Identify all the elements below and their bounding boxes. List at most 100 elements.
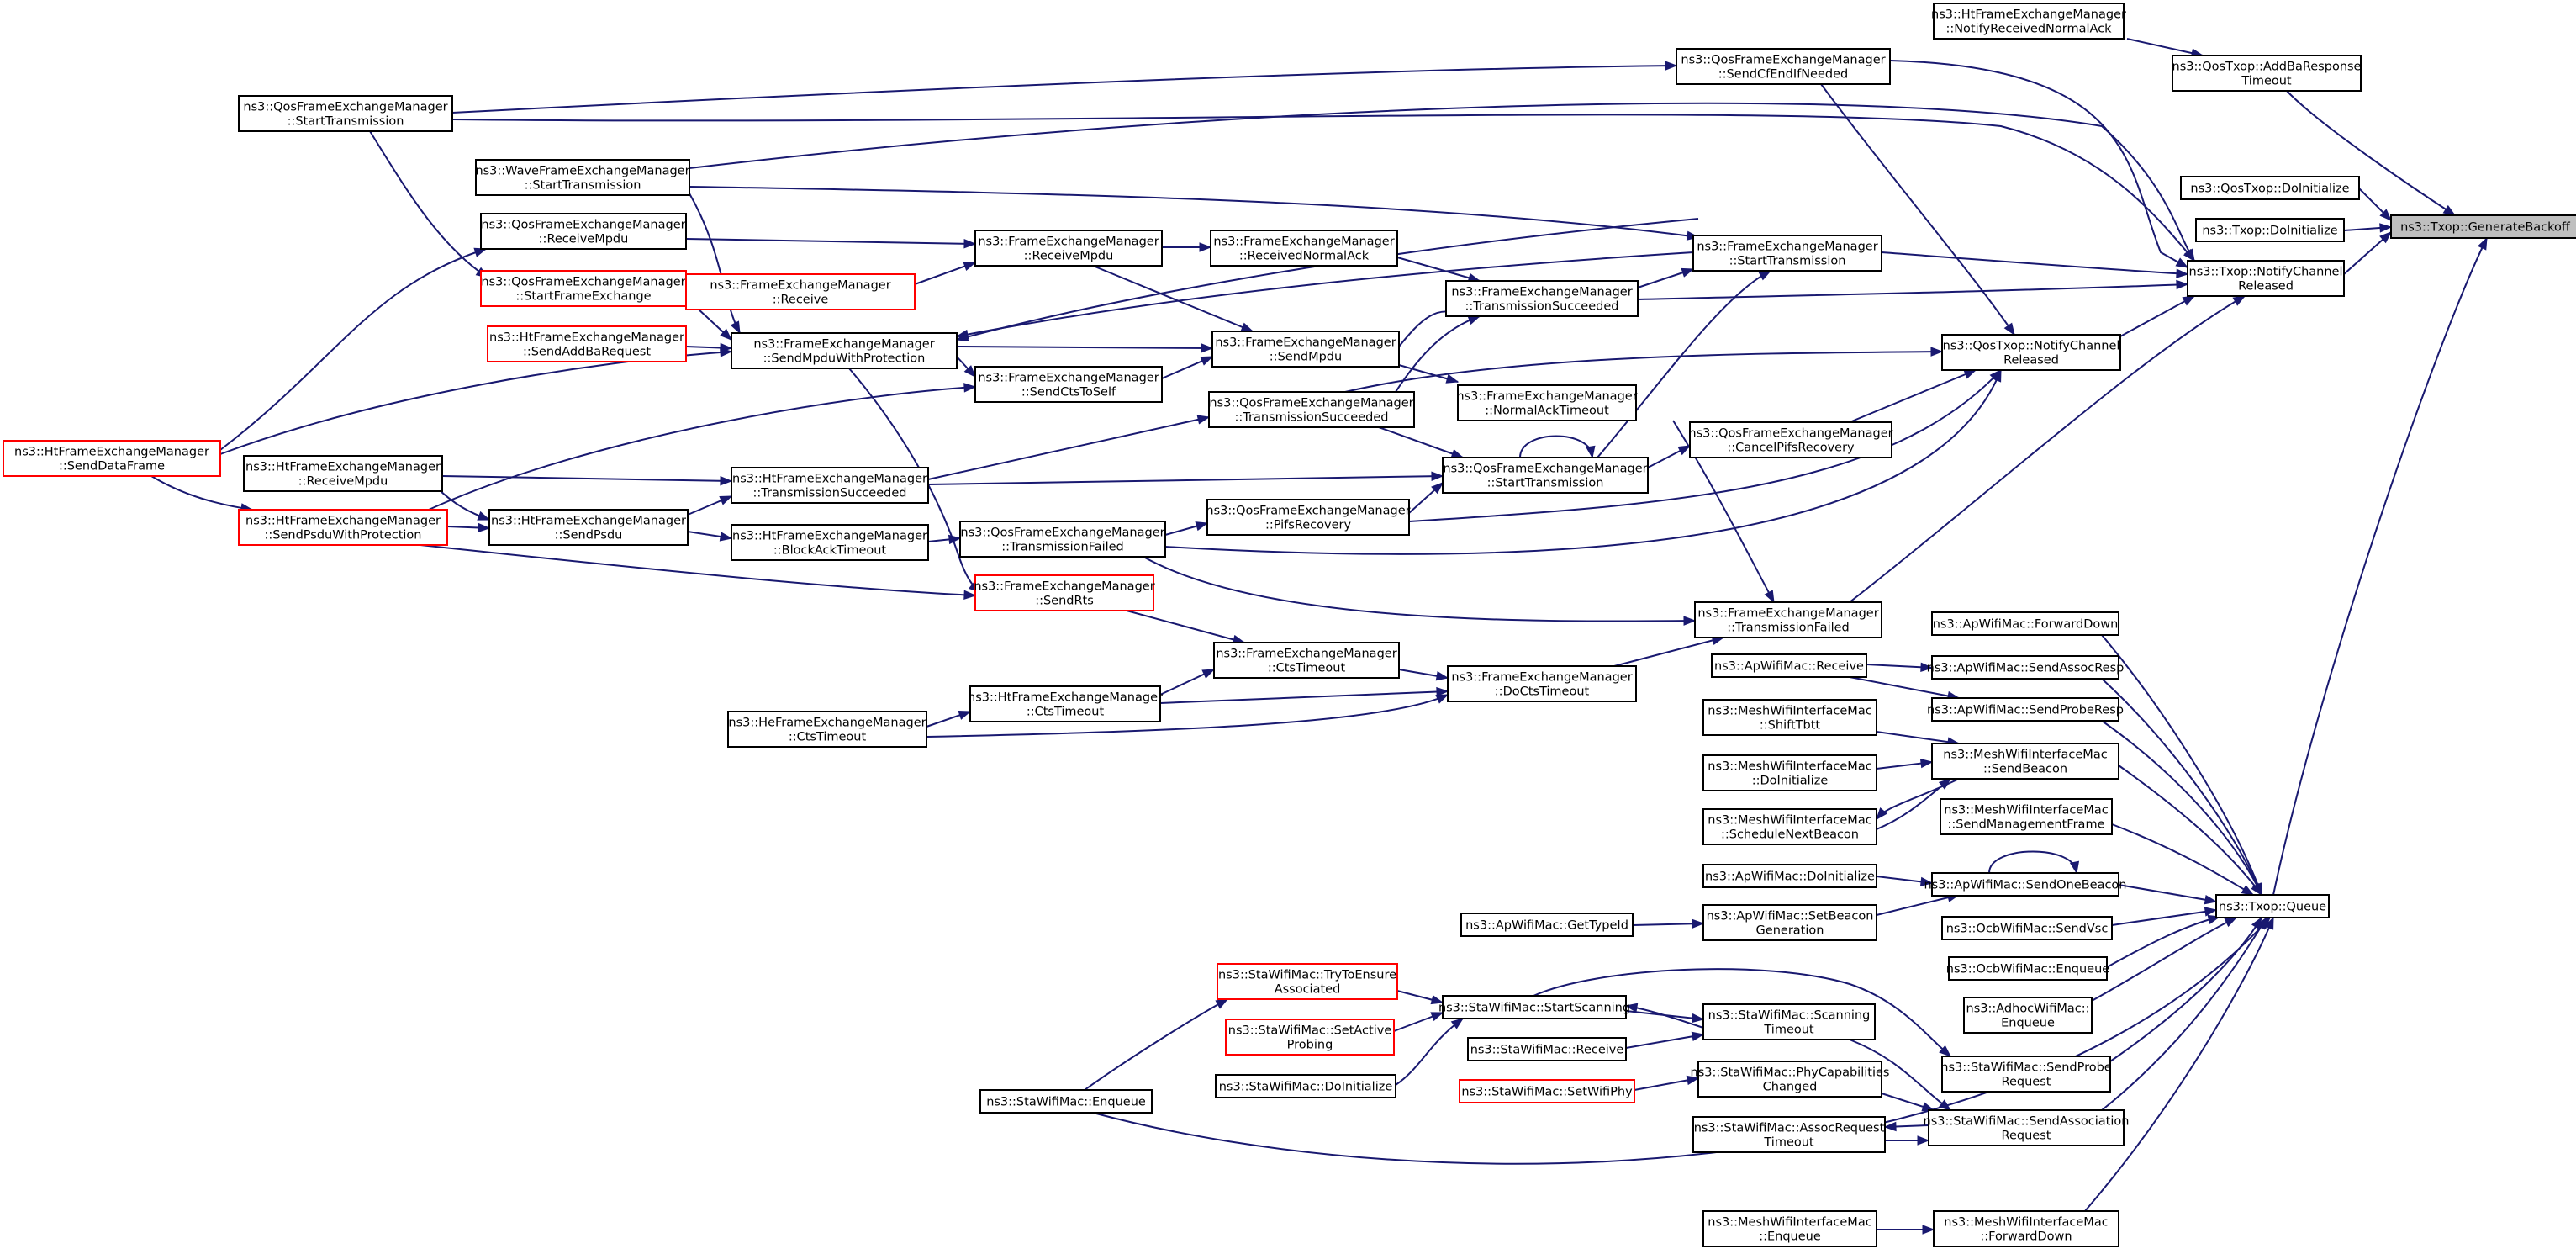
node-sta-enq[interactable]: ns3::StaWifiMac::Enqueue [979,1089,1153,1114]
node-q-ts[interactable]: ns3::QosFrameExchangeManager::Transmissi… [1208,391,1415,428]
node-ap-fd[interactable]: ns3::ApWifiMac::ForwardDown [1931,611,2119,636]
node-h-sdf[interactable]: ns3::HtFrameExchangeManager::SendDataFra… [3,440,221,477]
node-ocb-enq[interactable]: ns3::OcbWifiMac::Enqueue [1946,956,2110,981]
node-label: ::ReceiveMpdu [1024,250,1114,263]
node-q-pifs[interactable]: ns3::QosFrameExchangeManager::PifsRecove… [1206,499,1411,536]
node-f-rmpdu[interactable]: ns3::FrameExchangeManager::ReceiveMpdu [974,230,1163,267]
edge-path [2119,295,2195,337]
node-label: ns3::StaWifiMac::TryToEnsure [1218,969,1396,982]
node-f-ts[interactable]: ns3::FrameExchangeManager::TransmissionS… [1445,280,1639,317]
node-ap-spr[interactable]: ns3::ApWifiMac::SendProbeResp [1927,697,2124,722]
node-label: Enqueue [2001,1017,2055,1030]
node-label: ::SendCfEndIfNeeded [1718,68,1848,82]
node-f-srts[interactable]: ns3::FrameExchangeManager::SendRts [974,574,1155,611]
node-f-smpdu[interactable]: ns3::FrameExchangeManager::SendMpdu [1211,331,1400,368]
node-h-bat[interactable]: ns3::HtFrameExchangeManager::BlockAckTim… [731,524,929,561]
node-q-st2[interactable]: ns3::QosFrameExchangeManager::StartTrans… [1442,457,1649,494]
node-sta-doinit[interactable]: ns3::StaWifiMac::DoInitialize [1215,1074,1396,1098]
node-label: ns3::FrameExchangeManager [1697,241,1877,254]
arrowhead-icon [1195,521,1209,532]
node-q-rmpdu[interactable]: ns3::QosFrameExchangeManager::ReceiveMpd… [480,213,687,250]
edge-sta-ss-to-sta-spr [1533,968,1952,1057]
node-q-cfend[interactable]: ns3::QosFrameExchangeManager::SendCfEndI… [1676,48,1891,85]
node-q-start[interactable]: ns3::QosFrameExchangeManager::StartTrans… [238,95,453,132]
node-ap-recv[interactable]: ns3::ApWifiMac::Receive [1711,653,1867,678]
edge-path [2126,38,2204,56]
node-label: ns3::FrameExchangeManager [1451,671,1632,685]
node-label: ns3::HtFrameExchangeManager [968,691,1163,705]
node-box [1931,872,2119,897]
node-w-start[interactable]: ns3::WaveFrameExchangeManager::StartTran… [475,159,690,196]
node-label: Request [2002,1130,2051,1143]
node-label: ::TransmissionFailed [1727,622,1850,635]
node-h-rmpdu[interactable]: ns3::HtFrameExchangeManager::ReceiveMpdu [243,455,443,492]
node-qt-doinit[interactable]: ns3::QosTxop::DoInitialize [2180,176,2360,200]
node-q-tf[interactable]: ns3::QosFrameExchangeManager::Transmissi… [959,521,1166,558]
node-q-sfe[interactable]: ns3::QosFrameExchangeManager::StartFrame… [480,270,687,307]
edge-q-ts-to-q-st2 [1378,426,1465,458]
node-m-enq[interactable]: ns3::MeshWifiInterfaceMac::Enqueue [1702,1210,1877,1247]
node-txq[interactable]: ns3::Txop::Queue [2215,894,2330,918]
node-f-recv[interactable]: ns3::FrameExchangeManager::Receive [685,273,916,310]
node-f-scts[interactable]: ns3::FrameExchangeManager::SendCtsToSelf [974,366,1163,403]
node-m-smf[interactable]: ns3::MeshWifiInterfaceMac::SendManagemen… [1940,798,2113,835]
node-m-snb[interactable]: ns3::MeshWifiInterfaceMac::ScheduleNextB… [1702,808,1877,845]
node-h-spwp[interactable]: ns3::HtFrameExchangeManager::SendPsduWit… [238,509,448,546]
node-h-cts[interactable]: ns3::HtFrameExchangeManager::CtsTimeout [968,685,1163,722]
node-f-nat[interactable]: ns3::FrameExchangeManager::NormalAckTime… [1456,384,1638,421]
node-ap-sar[interactable]: ns3::ApWifiMac::SendAssocResp [1927,655,2125,680]
node-ht-nrna[interactable]: ns3::HtFrameExchangeManager::NotifyRecei… [1931,3,2126,40]
node-label: ns3::AdhocWifiMac:: [1966,1003,2090,1016]
node-label: ::SendMpduWithProtection [763,352,926,366]
node-m-sb[interactable]: ns3::MeshWifiInterfaceMac::SendBeacon [1931,743,2119,780]
node-label: Generation [1756,924,1824,938]
node-he-cts[interactable]: ns3::HeFrameExchangeManager::CtsTimeout [727,711,927,748]
node-f-cts[interactable]: ns3::FrameExchangeManager::CtsTimeout [1213,642,1400,679]
arrowhead-icon [1435,671,1449,681]
edge-q-tf-to-q-pifs [1164,521,1209,536]
edge-path [1159,690,1449,704]
node-sta-recv[interactable]: ns3::StaWifiMac::Receive [1467,1037,1627,1061]
node-q-cpr[interactable]: ns3::QosFrameExchangeManager::CancelPifs… [1688,421,1893,458]
node-tx-doinit[interactable]: ns3::Txop::DoInitialize [2195,218,2345,242]
node-m-fd[interactable]: ns3::MeshWifiInterfaceMac::ForwardDown [1933,1210,2119,1247]
node-box [1457,384,1637,421]
node-label: ::ScheduleNextBeacon [1721,828,1859,842]
node-gen[interactable]: ns3::Txop::GenerateBackoff [2390,214,2576,239]
edge-path [1164,369,2002,555]
node-f-st[interactable]: ns3::FrameExchangeManager::StartTransmis… [1692,235,1882,272]
arrowhead-icon [1989,368,2002,382]
node-ap-sob[interactable]: ns3::ApWifiMac::SendOneBeacon [1924,872,2127,897]
node-sta-ss[interactable]: ns3::StaWifiMac::StartScanning [1438,995,1630,1019]
node-adhoc-enq[interactable]: ns3::AdhocWifiMac::Enqueue [1963,997,2093,1034]
node-f-dcts[interactable]: ns3::FrameExchangeManager::DoCtsTimeout [1447,665,1637,702]
node-h-saddba[interactable]: ns3::HtFrameExchangeManager::SendAddBaRe… [487,325,687,362]
node-box [1963,997,2093,1034]
arrowhead-icon [1681,267,1695,278]
node-label: ns3::MeshWifiInterfaceMac [1708,760,1871,774]
node-m-stbtt[interactable]: ns3::MeshWifiInterfaceMac::ShiftTbtt [1702,699,1877,736]
node-m-doinit[interactable]: ns3::MeshWifiInterfaceMac::DoInitialize [1702,754,1877,791]
node-f-rna[interactable]: ns3::FrameExchangeManager::ReceivedNorma… [1210,230,1398,267]
node-ap-gti[interactable]: ns3::ApWifiMac::GetTypeId [1460,913,1634,937]
node-label: ::SendCtsToSelf [1021,386,1116,399]
node-h-spsdu[interactable]: ns3::HtFrameExchangeManager::SendPsdu [488,509,689,546]
node-h-ts[interactable]: ns3::HtFrameExchangeManager::Transmissio… [731,467,929,504]
node-ocb-vsc[interactable]: ns3::OcbWifiMac::SendVsc [1941,916,2113,940]
node-ap-doinit[interactable]: ns3::ApWifiMac::DoInitialize [1702,864,1877,888]
node-f-tf[interactable]: ns3::FrameExchangeManager::TransmissionF… [1694,601,1882,638]
node-f-smwp[interactable]: ns3::FrameExchangeManager::SendMpduWithP… [731,332,958,369]
node-sta-swp[interactable]: ns3::StaWifiMac::SetWifiPhy [1459,1079,1635,1103]
node-box [1941,916,2113,940]
